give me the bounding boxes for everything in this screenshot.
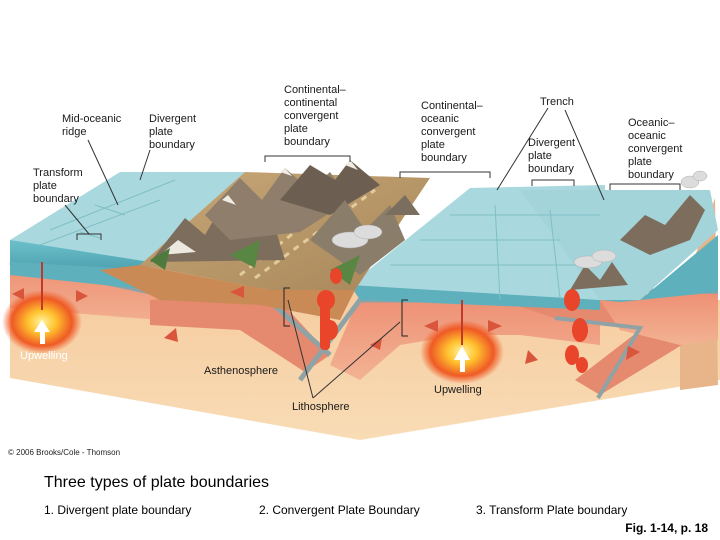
magma-column-center <box>317 268 342 350</box>
caption-item-3: 3. Transform Plate boundary <box>476 503 628 517</box>
ocean-grid-lines <box>39 179 600 301</box>
label-divergent-plate-boundary-right: Divergent plate boundary <box>528 137 576 175</box>
label-upwelling-center: Upwelling <box>434 384 482 396</box>
label-continental-continental: Continental– continental convergent plat… <box>284 84 346 148</box>
label-continental-oceanic: Continental– oceanic convergent plate bo… <box>421 100 483 164</box>
label-mid-oceanic-ridge: Mid-oceanic ridge <box>62 113 122 138</box>
ocean-center-front <box>350 285 600 310</box>
ocean-right-front <box>600 235 718 302</box>
label-upwelling-left: Upwelling <box>20 350 68 362</box>
label-asthenosphere: Asthenosphere <box>204 365 278 377</box>
lithosphere-right <box>600 292 718 345</box>
ocean-right-top <box>520 190 718 300</box>
ocean-left-top <box>10 172 245 262</box>
ocean-left-side <box>10 240 150 275</box>
label-lithosphere: Lithosphere <box>292 401 350 413</box>
label-oceanic-oceanic: Oceanic– oceanic convergent plate bounda… <box>628 117 683 181</box>
plate-motion-arrows <box>12 286 640 364</box>
lithosphere-center <box>330 295 600 380</box>
caption-list: 1. Divergent plate boundary 2. Convergen… <box>44 503 627 517</box>
upwelling-arrow-center <box>454 346 470 372</box>
caption-item-1: 1. Divergent plate boundary <box>44 503 192 517</box>
volcanic-plume <box>331 170 708 269</box>
subducting-slab-left <box>150 290 330 372</box>
upwelling-arrow-left <box>34 320 50 344</box>
label-trench: Trench <box>540 96 574 108</box>
lithosphere-brackets <box>283 287 408 337</box>
island-arc <box>570 195 705 290</box>
label-transform-plate-boundary: Transform plate boundary <box>33 167 83 205</box>
copyright-notice: © 2006 Brooks/Cole - Thomson <box>8 448 121 457</box>
caption-title: Three types of plate boundaries <box>44 474 270 491</box>
leader-lines <box>64 107 681 399</box>
continent-front <box>100 265 355 320</box>
caption-item-2: 2. Convergent Plate Boundary <box>259 503 420 517</box>
figure-reference: Fig. 1-14, p. 18 <box>625 521 708 535</box>
magma-column-right <box>564 289 588 373</box>
label-divergent-plate-boundary-left: Divergent plate boundary <box>149 113 197 151</box>
